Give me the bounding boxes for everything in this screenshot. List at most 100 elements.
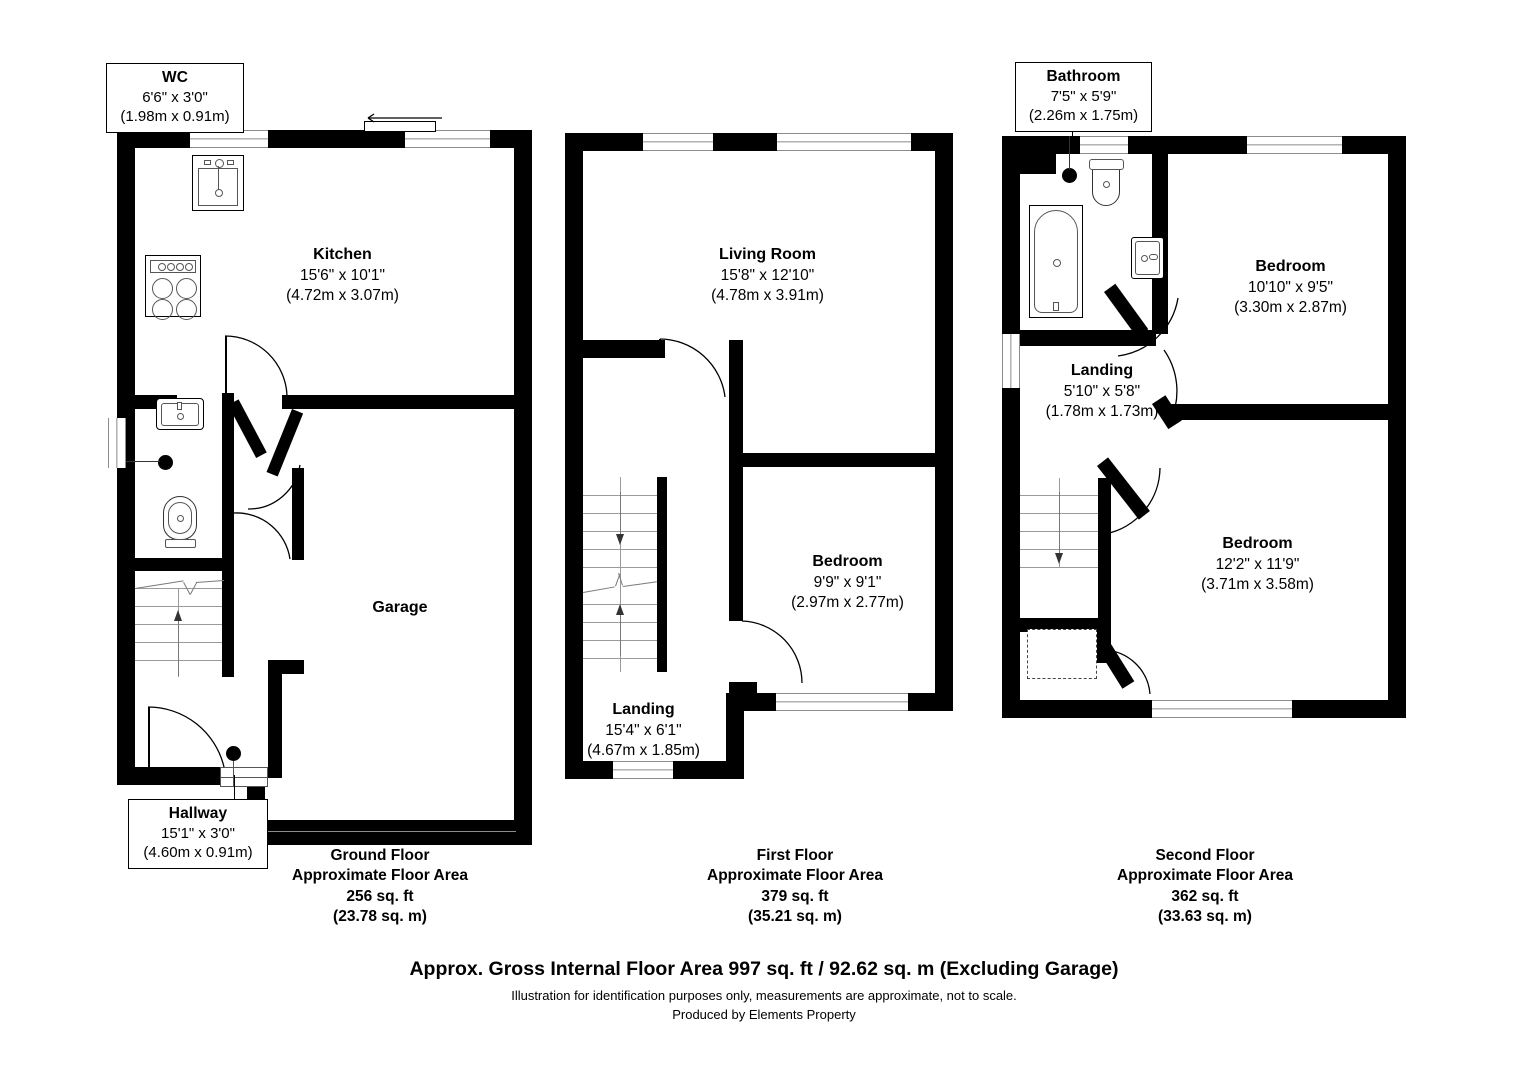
- wall-living-bed1: [729, 453, 953, 467]
- room-callout-wc: WC 6'6" x 3'0" (1.98m x 0.91m): [106, 63, 244, 133]
- wall-bathroom-nook: [1020, 154, 1056, 174]
- floor-caption-first: First Floor Approximate Floor Area 379 s…: [595, 846, 995, 928]
- door-living-jamb: [659, 339, 661, 341]
- bathroom-light-point-icon: [1062, 168, 1077, 183]
- door-garage-swing-icon: [233, 512, 291, 560]
- cooker-knob-3: [176, 263, 184, 271]
- room-label-garage: Garage: [305, 598, 495, 619]
- cooker-ring-3: [152, 299, 173, 320]
- room-name: Garage: [372, 599, 428, 616]
- room-dim-imperial: 15'6" x 10'1": [299, 266, 385, 284]
- stair-direction-line: [178, 614, 180, 676]
- window-garage-front: [405, 130, 490, 148]
- sliding-door-arrow-icon: [367, 113, 442, 123]
- disclaimer-text: Illustration for identification purposes…: [511, 988, 1017, 1003]
- toilet-icon: [1092, 164, 1120, 206]
- door-kitchen-swing-icon: [224, 335, 288, 397]
- room-dim-imperial: 10'10" x 9'5": [1247, 278, 1333, 296]
- room-dim-imperial: 6'6" x 3'0": [142, 88, 208, 106]
- door-cupboard-swing-icon: [1103, 649, 1151, 695]
- floor-caption-sqm: (35.21 sq. m): [748, 908, 842, 926]
- kitchen-sink-spout: [215, 159, 224, 168]
- window-kitchen-front: [190, 130, 268, 148]
- room-label-bedroom2: Bedroom 10'10" x 9'5" (3.30m x 2.87m): [1163, 257, 1418, 318]
- wall-living-landing-jamb: [651, 340, 665, 358]
- room-dim-metric: (4.72m x 3.07m): [286, 286, 399, 304]
- room-dim-metric: (4.60m x 0.91m): [143, 844, 253, 862]
- room-name: Living Room: [719, 246, 816, 263]
- window-living-front-right: [777, 133, 911, 151]
- room-dim-metric: (4.67m x 1.85m): [587, 741, 700, 759]
- entrance-step-line: [220, 777, 268, 779]
- callout-leader-wc: [174, 126, 176, 140]
- wall-first-right: [935, 133, 953, 711]
- kitchen-sink-drain: [215, 189, 223, 197]
- window-wc-left: [108, 418, 126, 468]
- window-bedroom2-front: [1247, 136, 1342, 154]
- room-name: Bedroom: [812, 553, 883, 570]
- wall-ground-left: [117, 130, 135, 785]
- bathroom-basin-tap-icon: [1149, 254, 1158, 260]
- wall-landing-bed2: [1168, 404, 1388, 420]
- wall-hall-step-v: [268, 660, 282, 778]
- door-wc-swing-icon: [247, 464, 301, 510]
- floor-caption-name: Ground Floor: [330, 847, 430, 864]
- window-landing-rear: [613, 761, 673, 779]
- toilet-outlet: [177, 515, 184, 522]
- wall-ground-bottom-2: [247, 820, 532, 845]
- cooker-knob-1: [158, 263, 166, 271]
- wall-landing-stair-side: [1097, 478, 1111, 663]
- room-label-landing-second: Landing 5'10" x 5'8" (1.78m x 1.73m): [982, 361, 1222, 422]
- door-bedroom3-swing-icon: [1104, 467, 1161, 535]
- room-callout-bathroom: Bathroom 7'5" x 5'9" (2.26m x 1.75m): [1015, 62, 1152, 132]
- entrance-step-line: [233, 761, 235, 787]
- entrance-light-point-icon: [226, 746, 241, 761]
- wall-bed1-door-ledge: [729, 682, 757, 694]
- wc-basin-tap-icon: [177, 402, 182, 410]
- room-dim-imperial: 7'5" x 5'9": [1050, 87, 1117, 105]
- window-bathroom-front: [1080, 136, 1128, 154]
- wall-second-right: [1388, 136, 1406, 718]
- room-label-landing-first: Landing 15'4" x 6'1" (4.67m x 1.85m): [516, 700, 771, 761]
- toilet-cistern-icon: [1089, 159, 1124, 170]
- wc-basin-drain: [177, 413, 184, 420]
- room-dim-imperial: 5'10" x 5'8": [1063, 382, 1141, 400]
- wall-kitchen-garage: [282, 395, 514, 409]
- wall-wc-bottom: [117, 558, 234, 571]
- room-label-bedroom3: Bedroom 12'2" x 11'9" (3.71m x 3.58m): [1130, 534, 1385, 595]
- floor-caption-name: Second Floor: [1155, 847, 1255, 864]
- wall-first-bottom-mid: [726, 693, 744, 779]
- wall-second-top: [1002, 136, 1406, 154]
- room-dim-metric: (2.26m x 1.75m): [1028, 107, 1139, 125]
- room-dim-metric: (1.98m x 0.91m): [120, 108, 230, 126]
- room-dim-imperial: 12'2" x 11'9": [1215, 555, 1300, 573]
- room-dim-metric: (3.71m x 3.58m): [1201, 575, 1314, 593]
- stair-direction-line-down: [620, 492, 622, 540]
- cooker-ring-1: [152, 278, 173, 299]
- room-dim-metric: (3.30m x 2.87m): [1234, 298, 1347, 316]
- room-dim-metric: (1.78m x 1.73m): [1045, 402, 1159, 420]
- room-name: Bedroom: [1255, 258, 1326, 275]
- wall-landing-right-lower: [729, 467, 743, 621]
- wc-light-lead: [126, 461, 160, 463]
- floor-caption-sqm: (23.78 sq. m): [333, 908, 427, 926]
- stair-stringer: [620, 477, 622, 672]
- producer-text: Produced by Elements Property: [672, 1007, 856, 1022]
- floor-caption-second: Second Floor Approximate Floor Area 362 …: [1005, 846, 1405, 928]
- room-name: Landing: [612, 701, 675, 718]
- garage-door-icon: [263, 831, 516, 833]
- wall-living-landing: [565, 340, 660, 358]
- room-label-living: Living Room 15'8" x 12'10" (4.78m x 3.91…: [640, 245, 895, 306]
- cooker-ring-4: [176, 299, 197, 320]
- bathroom-basin-drain: [1141, 255, 1148, 262]
- window-living-front-left: [643, 133, 713, 151]
- room-dim-metric: (2.97m x 2.77m): [791, 593, 904, 611]
- stair-direction-line-up: [620, 608, 622, 656]
- wall-ground-right: [514, 130, 532, 845]
- wall-hall-pocket: [292, 468, 304, 560]
- door-living-swing-icon: [659, 338, 726, 398]
- window-bedroom1-rear: [776, 693, 908, 711]
- room-name: Bathroom: [1046, 68, 1121, 85]
- wall-hall-right-upper: [222, 409, 234, 517]
- room-dim-metric: (4.78m x 3.91m): [711, 286, 824, 304]
